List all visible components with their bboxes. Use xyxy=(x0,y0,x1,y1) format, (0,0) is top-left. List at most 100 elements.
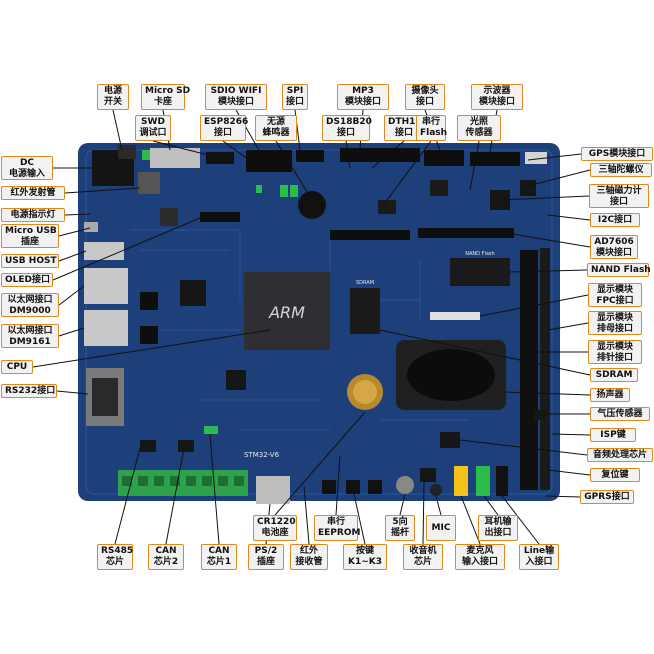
label-i2c: I2C接口 xyxy=(590,213,640,227)
callout-line-ad7606 xyxy=(511,233,591,248)
usb-host-port xyxy=(84,242,124,260)
label-text: SPI xyxy=(286,86,304,96)
joystick xyxy=(396,476,414,494)
label-text: 输入接口 xyxy=(461,557,498,567)
label-power-switch: 电源开关 xyxy=(97,84,129,110)
callout-line-power-switch xyxy=(112,109,123,151)
label-text: GPS模块接口 xyxy=(588,149,646,159)
label-text: 三轴陀螺仪 xyxy=(598,165,644,175)
label-text: 复位键 xyxy=(601,470,629,480)
silk-nand: NAND Flash xyxy=(465,251,494,257)
label-text: 芯片 xyxy=(413,557,432,567)
callout-line-dth11 xyxy=(371,140,405,169)
label-text: 接口 xyxy=(213,128,232,138)
label-text: 红外 xyxy=(299,546,318,556)
callout-line-gyro xyxy=(519,169,591,189)
label-usb-host: USB HOST xyxy=(1,254,59,268)
label-text: 蜂鸣器 xyxy=(262,128,290,138)
label-text: 串行 xyxy=(326,517,345,527)
mic xyxy=(430,484,442,496)
label-text: 光照 xyxy=(469,117,488,127)
label-speaker: 扬声器 xyxy=(590,388,630,402)
label-text: 示波器 xyxy=(483,86,511,96)
label-nand-flash: NAND Flash xyxy=(587,263,651,277)
callout-line-joystick xyxy=(399,493,406,516)
label-text: Flash xyxy=(420,128,448,138)
label-text: USB HOST xyxy=(5,256,57,266)
label-isp: ISP键 xyxy=(590,428,636,442)
label-text: 以太网接口 xyxy=(7,326,53,336)
label-display-header: 显示模块排母接口 xyxy=(588,311,642,335)
label-text: 模块接口 xyxy=(595,248,632,258)
chip-marking: ARM xyxy=(268,303,305,322)
label-text: 芯片 xyxy=(105,557,124,567)
callout-line-oled xyxy=(52,217,201,281)
ps2-socket xyxy=(256,476,290,504)
callout-line-magnetometer xyxy=(499,195,590,201)
label-mic-in: 麦克风输入接口 xyxy=(455,544,505,570)
label-text: SDRAM xyxy=(595,370,633,380)
cpu-chip xyxy=(244,272,330,350)
label-text: DC xyxy=(19,158,35,168)
label-text: 出接口 xyxy=(484,528,512,538)
label-text: PS/2 xyxy=(254,546,278,556)
callout-line-isp xyxy=(551,433,591,436)
label-text: 排针接口 xyxy=(596,353,633,363)
label-text: 摄像头 xyxy=(411,86,439,96)
callout-line-power-led xyxy=(64,213,91,216)
label-text: 入接口 xyxy=(525,557,553,567)
label-text: 三轴磁力计 xyxy=(596,186,642,196)
label-text: 电源 xyxy=(103,86,122,96)
label-light-sensor: 光照传感器 xyxy=(457,115,501,141)
callout-line-rs485 xyxy=(114,447,141,545)
label-text: 接收管 xyxy=(295,557,323,567)
silk-sdram: SDRAM xyxy=(356,280,374,286)
label-text: AD7606 xyxy=(594,237,634,247)
callout-line-buzzer xyxy=(275,140,313,201)
label-text: 电源输入 xyxy=(8,169,45,179)
label-text: ISP键 xyxy=(600,430,626,440)
label-text: ESP8266 xyxy=(204,117,249,127)
callout-line-usb-host xyxy=(58,250,87,262)
label-cpu: CPU xyxy=(1,360,33,374)
label-text: 红外发射管 xyxy=(10,188,56,198)
sdram-chip xyxy=(350,288,380,334)
label-text: 芯片1 xyxy=(206,557,232,567)
callout-line-swd xyxy=(152,140,213,157)
label-text: 以太网接口 xyxy=(7,295,53,305)
callout-line-eth-dm9161 xyxy=(58,327,85,337)
callout-line-cpu xyxy=(32,329,271,368)
label-power-led: 电源指示灯 xyxy=(1,208,65,222)
oled-header xyxy=(200,212,240,222)
callout-line-radio xyxy=(422,481,425,545)
wifi-header xyxy=(246,150,292,172)
callout-line-gprs xyxy=(545,495,581,498)
label-text: 插座 xyxy=(256,557,275,567)
callout-line-keys xyxy=(353,493,366,545)
callout-line-nand-flash xyxy=(509,269,588,273)
label-text: DM9000 xyxy=(9,306,51,316)
callout-line-reset xyxy=(547,469,591,476)
label-text: RS232接口 xyxy=(5,386,56,396)
label-text: GPRS接口 xyxy=(584,492,630,502)
label-text: 显示模块 xyxy=(596,313,633,323)
label-text: 按键 xyxy=(355,546,374,556)
label-text: DS18B20 xyxy=(326,117,372,127)
silk-model: STM32-V6 xyxy=(244,451,280,459)
callout-line-gps xyxy=(527,153,582,161)
label-text: 串行 xyxy=(421,117,440,127)
label-text: MIC xyxy=(431,523,451,533)
callout-line-mic xyxy=(435,495,442,516)
audio-jack-yellow xyxy=(454,466,468,496)
label-gprs: GPRS接口 xyxy=(580,490,634,504)
